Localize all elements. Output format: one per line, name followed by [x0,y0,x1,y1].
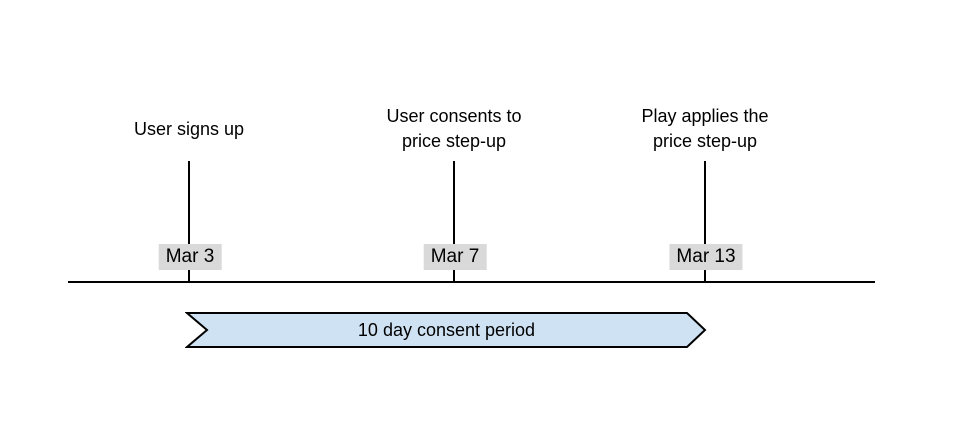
event-label-apply: Play applies the price step-up [641,106,769,151]
event-tick-signup [188,161,190,283]
event-tick-consent [453,161,455,283]
event-label-signup: User signs up [133,118,245,139]
timeline-axis [68,281,875,283]
date-badge-apply: Mar 13 [669,244,743,270]
chevron-ribbon-shape [185,312,707,348]
date-badge-consent: Mar 7 [423,244,487,270]
event-label-consent: User consents to price step-up [386,106,522,151]
date-badge-signup: Mar 3 [158,244,222,270]
consent-period-label: 10 day consent period [357,319,536,340]
event-tick-apply [704,161,706,283]
consent-period-banner [185,312,707,348]
